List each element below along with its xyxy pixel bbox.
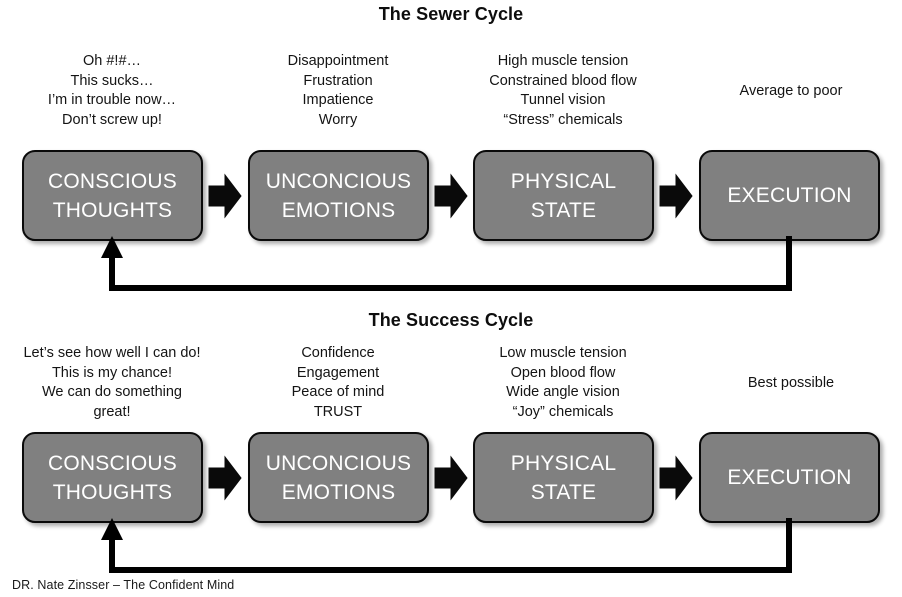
descriptor-sewer-physical-state: High muscle tension Constrained blood fl… bbox=[489, 53, 637, 128]
descriptor-sewer-conscious-thoughts: Oh #!#… This sucks… I’m in trouble now… … bbox=[47, 53, 177, 128]
right-block-arrow-icon bbox=[207, 173, 243, 219]
right-block-arrow-icon bbox=[207, 455, 243, 501]
process-box-sewer-physical-state: PHYSICAL STATE bbox=[473, 150, 654, 241]
descriptor-sewer-unconcious-emotions: Disappointment Frustration Impatience Wo… bbox=[287, 53, 389, 128]
process-box-success-execution: EXECUTION bbox=[699, 432, 880, 523]
right-block-arrow-icon bbox=[433, 455, 469, 501]
cycle-title-success: The Success Cycle bbox=[368, 310, 534, 330]
process-box-sewer-execution: EXECUTION bbox=[699, 150, 880, 241]
cycle-title-sewer: The Sewer Cycle bbox=[378, 4, 524, 24]
descriptor-success-unconcious-emotions: Confidence Engagement Peace of mind TRUS… bbox=[291, 345, 385, 420]
process-box-sewer-unconcious-emotions: UNCONCIOUS EMOTIONS bbox=[248, 150, 429, 241]
descriptor-sewer-execution: Average to poor bbox=[739, 83, 843, 99]
attribution-text: DR. Nate Zinsser – The Confident Mind bbox=[12, 578, 235, 592]
right-block-arrow-icon bbox=[658, 455, 694, 501]
feedback-loop-arrow-icon bbox=[0, 236, 902, 306]
process-box-success-physical-state: PHYSICAL STATE bbox=[473, 432, 654, 523]
process-box-success-unconcious-emotions: UNCONCIOUS EMOTIONS bbox=[248, 432, 429, 523]
process-box-sewer-conscious-thoughts: CONSCIOUS THOUGHTS bbox=[22, 150, 203, 241]
right-block-arrow-icon bbox=[433, 173, 469, 219]
descriptor-success-physical-state: Low muscle tension Open blood flow Wide … bbox=[499, 345, 627, 420]
right-block-arrow-icon bbox=[658, 173, 694, 219]
process-box-success-conscious-thoughts: CONSCIOUS THOUGHTS bbox=[22, 432, 203, 523]
descriptor-success-execution: Best possible bbox=[747, 375, 835, 391]
descriptor-success-conscious-thoughts: Let’s see how well I can do! This is my … bbox=[23, 345, 201, 420]
